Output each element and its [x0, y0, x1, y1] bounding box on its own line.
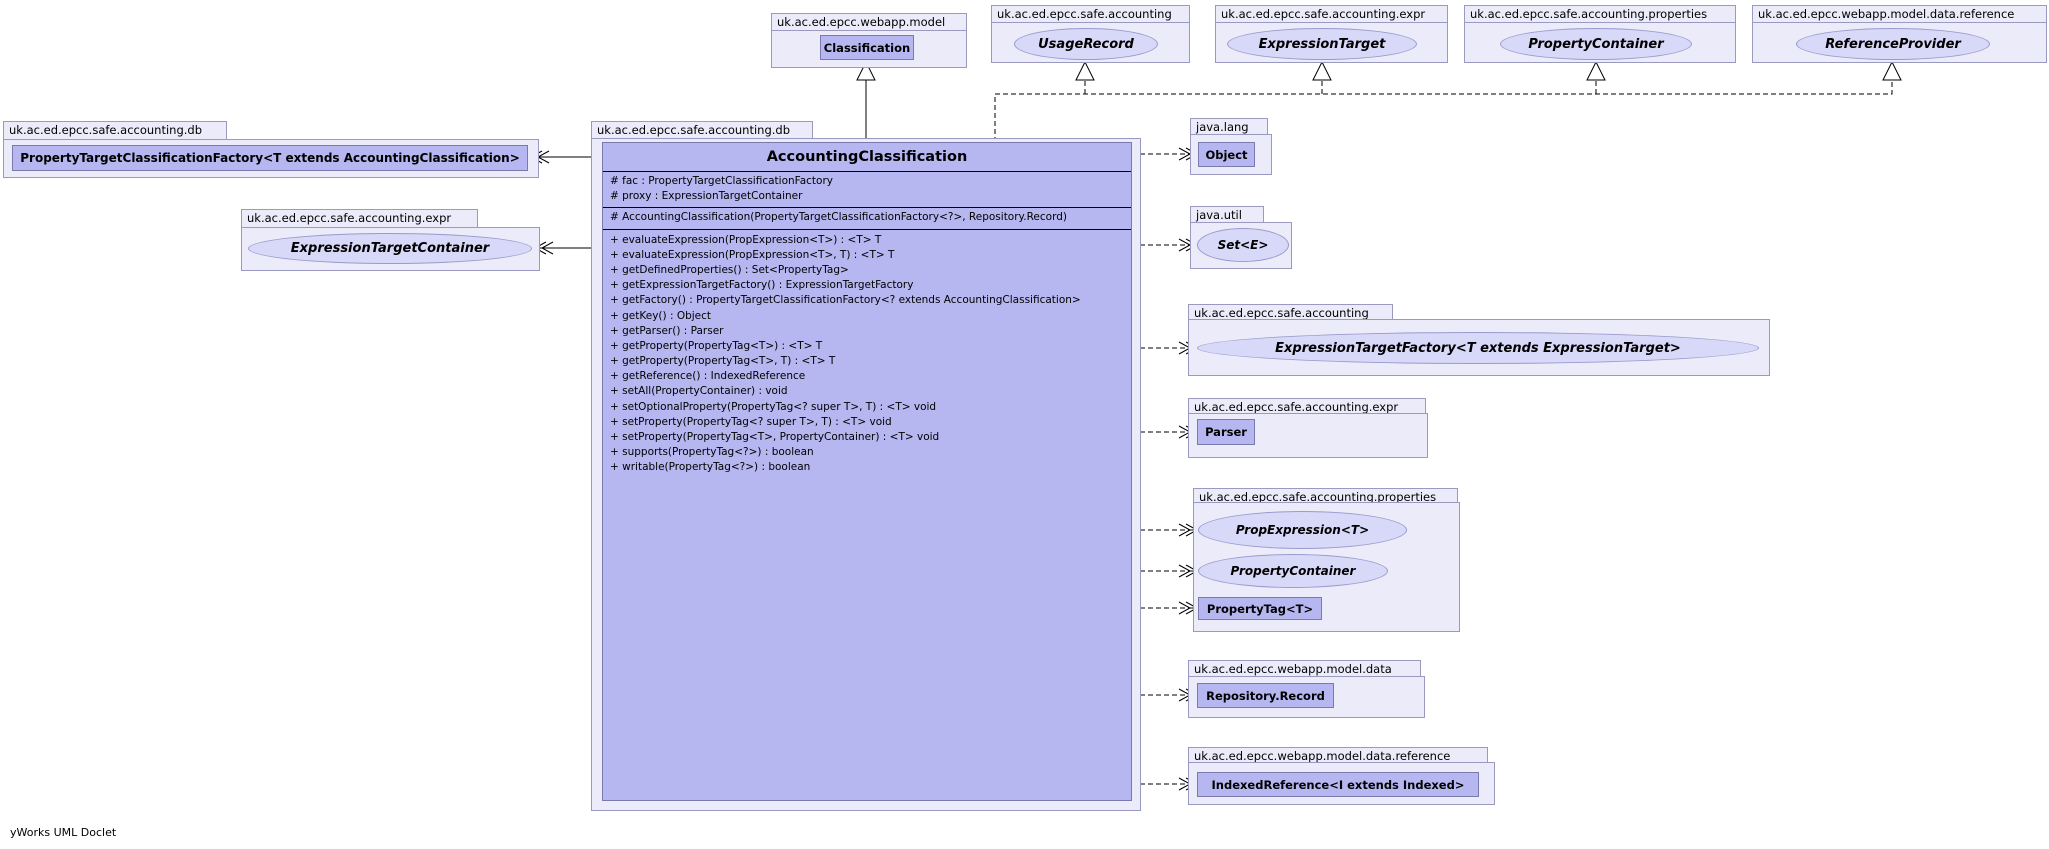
class-object[interactable]: Object — [1198, 142, 1255, 167]
package-tab-webapp-model: uk.ac.ed.epcc.webapp.model — [771, 13, 967, 31]
method-row: + setProperty(PropertyTag<? super T>, T)… — [610, 415, 892, 428]
method-row: + getParser() : Parser — [610, 324, 724, 337]
method-row: + getKey() : Object — [610, 309, 712, 322]
method-row: + supports(PropertyTag<?>) : boolean — [610, 446, 814, 459]
class-parser[interactable]: Parser — [1197, 419, 1255, 445]
fields-compartment: # fac : PropertyTargetClassificationFact… — [603, 172, 1131, 209]
package-tab-reference-top: uk.ac.ed.epcc.webapp.model.data.referenc… — [1752, 5, 2047, 23]
methods-compartment: + evaluateExpression(PropExpression<T>) … — [603, 230, 1131, 476]
class-title[interactable]: AccountingClassification — [603, 143, 1131, 172]
method-row: + setAll(PropertyContainer) : void — [610, 385, 788, 398]
constructor-row: # AccountingClassification(PropertyTarge… — [610, 211, 1067, 224]
package-tab-main-db: uk.ac.ed.epcc.safe.accounting.db — [591, 121, 813, 139]
field-row: # proxy : ExpressionTargetContainer — [610, 190, 803, 203]
field-row: # fac : PropertyTargetClassificationFact… — [610, 175, 833, 187]
method-row: + getFactory() : PropertyTargetClassific… — [610, 294, 1081, 307]
method-row: + getProperty(PropertyTag<T>, T) : <T> T — [610, 355, 836, 368]
doclet-footer-label: yWorks UML Doclet — [10, 826, 117, 839]
class-classification[interactable]: Classification — [820, 35, 914, 60]
package-tab-properties-top: uk.ac.ed.epcc.safe.accounting.properties — [1464, 5, 1736, 23]
constructor-compartment: # AccountingClassification(PropertyTarge… — [603, 208, 1131, 230]
method-row: + getDefinedProperties() : Set<PropertyT… — [610, 263, 849, 276]
class-property-target-classification-factory[interactable]: PropertyTargetClassificationFactory<T ex… — [12, 145, 528, 171]
edge-implements-triangles — [1075, 60, 1902, 81]
interface-usage-record[interactable]: UsageRecord — [1014, 28, 1158, 60]
edge-to-prop-expression — [1132, 523, 1199, 537]
class-property-tag[interactable]: PropertyTag<T> — [1198, 597, 1322, 620]
method-row: + getExpressionTargetFactory() : Express… — [610, 279, 914, 292]
method-row: + writable(PropertyTag<?>) : boolean — [610, 461, 811, 474]
interface-expression-target[interactable]: ExpressionTarget — [1227, 28, 1417, 60]
interface-property-container-right[interactable]: PropertyContainer — [1198, 554, 1388, 588]
method-row: + getProperty(PropertyTag<T>) : <T> T — [610, 339, 823, 352]
package-tab-db-left: uk.ac.ed.epcc.safe.accounting.db — [3, 121, 227, 140]
method-row: + setProperty(PropertyTag<T>, PropertyCo… — [610, 431, 940, 443]
edge-extends-classification — [856, 60, 876, 142]
edge-to-set — [1132, 238, 1199, 252]
package-tab-java-util: java.util — [1190, 206, 1264, 223]
interface-reference-provider[interactable]: ReferenceProvider — [1796, 28, 1990, 60]
edge-to-property-container — [1132, 564, 1199, 578]
package-tab-java-lang: java.lang — [1190, 118, 1268, 135]
interface-expression-target-container[interactable]: ExpressionTargetContainer — [248, 233, 532, 264]
class-accounting-classification[interactable]: AccountingClassification # fac : Propert… — [602, 142, 1132, 801]
class-repository-record[interactable]: Repository.Record — [1197, 683, 1334, 708]
interface-property-container-top[interactable]: PropertyContainer — [1500, 28, 1692, 60]
class-indexed-reference[interactable]: IndexedReference<I extends Indexed> — [1197, 772, 1479, 797]
edge-to-object — [1132, 147, 1199, 161]
method-row: + evaluateExpression(PropExpression<T>, … — [610, 248, 895, 261]
interface-prop-expression[interactable]: PropExpression<T> — [1198, 511, 1407, 549]
package-tab-expr-top: uk.ac.ed.epcc.safe.accounting.expr — [1215, 5, 1448, 23]
method-row: + setOptionalProperty(PropertyTag<? supe… — [610, 400, 937, 413]
method-row: + getReference() : IndexedReference — [610, 370, 806, 383]
package-tab-accounting-top: uk.ac.ed.epcc.safe.accounting — [991, 5, 1190, 23]
package-tab-expr-left: uk.ac.ed.epcc.safe.accounting.expr — [241, 209, 478, 228]
method-row: + evaluateExpression(PropExpression<T>) … — [610, 233, 882, 246]
package-tab-data-right: uk.ac.ed.epcc.webapp.model.data — [1188, 660, 1421, 677]
package-tab-expr-right: uk.ac.ed.epcc.safe.accounting.expr — [1188, 398, 1426, 414]
package-tab-properties-right: uk.ac.ed.epcc.safe.accounting.properties — [1193, 488, 1458, 503]
edge-to-property-tag — [1132, 601, 1199, 615]
interface-set[interactable]: Set<E> — [1197, 228, 1289, 262]
edge-implements-bus — [994, 80, 1893, 142]
package-tab-accounting-right: uk.ac.ed.epcc.safe.accounting — [1188, 304, 1393, 320]
interface-expression-target-factory[interactable]: ExpressionTargetFactory<T extends Expres… — [1197, 332, 1759, 364]
package-tab-reference-right: uk.ac.ed.epcc.webapp.model.data.referenc… — [1188, 747, 1488, 763]
